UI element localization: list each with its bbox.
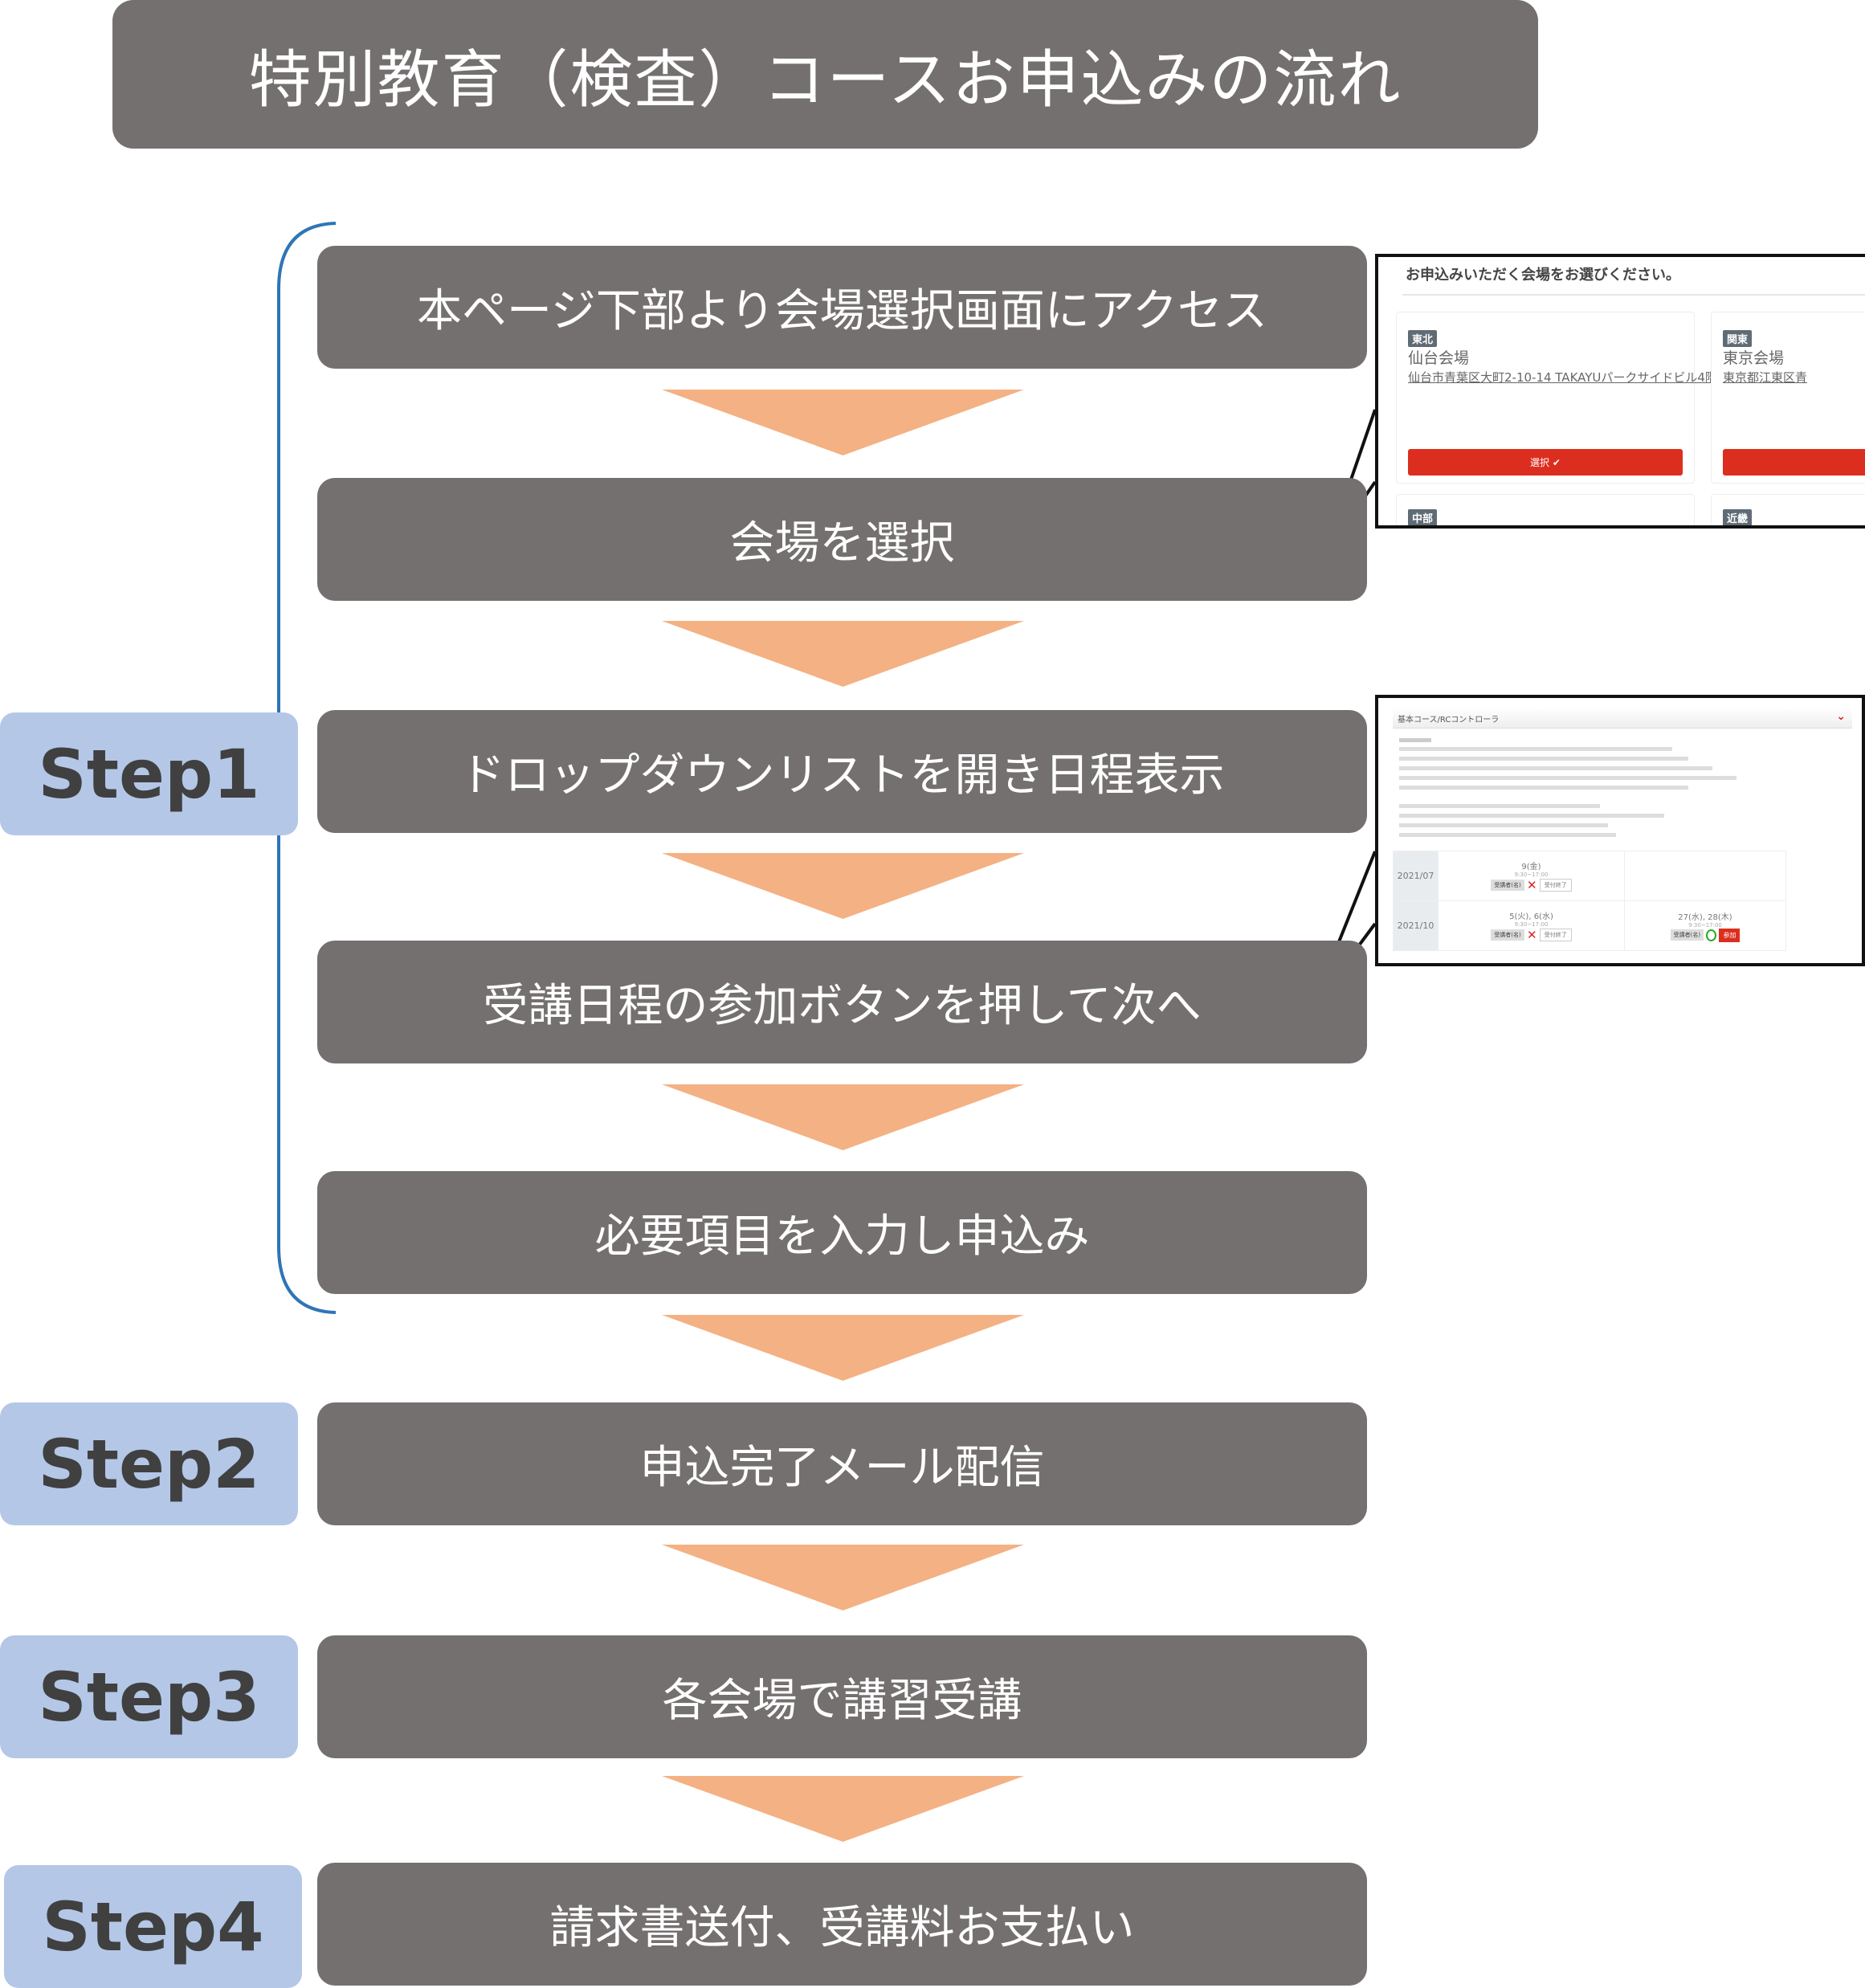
full-x-icon: ✕ (1526, 878, 1537, 892)
month-cell: 2021/07 (1393, 851, 1439, 901)
venue-card: 中部 (1396, 494, 1695, 525)
select-venue-button[interactable]: 選択 ✔ (1408, 449, 1683, 476)
step4-label: Step4 (4, 1865, 302, 1988)
table-row: 2021/10 5(火), 6(水) 9:30~17:00 受講者(名) ✕ 受… (1393, 900, 1786, 951)
region-tag: 近畿 (1723, 509, 1753, 525)
venue-address[interactable]: 東京都江東区青 (1723, 370, 1808, 385)
course-dropdown[interactable]: 基本コース/RCコントローラ ⌄ (1393, 708, 1852, 729)
available-circle-icon (1706, 929, 1717, 941)
venue-card: 関東 東京会場 東京都江東区青 (1711, 312, 1865, 484)
flow-confirmation-mail: 申込完了メール配信 (317, 1402, 1367, 1525)
venue-address[interactable]: 仙台市青葉区大町2-10-14 TAKAYUパークサイドビル4階 (1408, 370, 1717, 385)
date: 5(火), 6(水) (1509, 912, 1553, 921)
date-cell: 27(水), 28(木) 9:30~17:00 受講者(名) 参加 (1624, 900, 1786, 951)
flow-invoice-payment: 請求書送付、受講料お支払い (317, 1863, 1367, 1986)
step3-label: Step3 (0, 1635, 298, 1758)
time: 9:30~17:00 (1514, 921, 1549, 928)
region-tag: 中部 (1408, 509, 1438, 525)
venue-heading: お申込みいただく会場をお選びください。 (1406, 267, 1680, 284)
flow-press-join: 受講日程の参加ボタンを押して次へ (317, 941, 1367, 1063)
chevron-down-icon: ⌄ (1836, 710, 1846, 723)
closed-button: 受付終了 (1539, 879, 1572, 892)
schedule-screenshot: 基本コース/RCコントローラ ⌄ 2021/07 9(金) 9:30~17:00 … (1375, 695, 1865, 966)
venue-name: 仙台会場 (1408, 349, 1470, 367)
venue-selection-screenshot: お申込みいただく会場をお選びください。 東北 仙台会場 仙台市青葉区大町2-10… (1375, 254, 1865, 529)
page-title: 特別教育（検査）コースお申込みの流れ (112, 0, 1538, 149)
month-cell: 2021/10 (1393, 900, 1439, 951)
capacity-badge: 受講者(名) (1670, 929, 1704, 941)
capacity-badge: 受講者(名) (1491, 880, 1524, 891)
step1-label: Step1 (0, 712, 298, 835)
table-row: 2021/07 9(金) 9:30~17:00 受講者(名) ✕ 受付終了 (1393, 851, 1786, 901)
flow-select-venue: 会場を選択 (317, 478, 1367, 601)
date: 9(金) (1521, 863, 1541, 872)
venue-name: 東京会場 (1723, 349, 1785, 367)
time: 9:30~17:00 (1514, 872, 1549, 878)
closed-button: 受付終了 (1539, 929, 1572, 941)
select-label: 選択 (1530, 457, 1550, 468)
flow-attend-course: 各会場で講習受講 (317, 1635, 1367, 1758)
empty-cell (1624, 851, 1786, 901)
notes-block (1399, 735, 1745, 837)
date-cell: 5(火), 6(水) 9:30~17:00 受講者(名) ✕ 受付終了 (1437, 900, 1626, 951)
check-circle-icon: ✔ (1552, 456, 1561, 468)
join-button[interactable]: 参加 (1719, 928, 1741, 942)
venue-card: 近畿 (1711, 494, 1865, 525)
flow-open-dropdown: ドロップダウンリストを開き日程表示 (317, 710, 1367, 833)
region-tag: 関東 (1723, 330, 1753, 347)
schedule-table: 2021/07 9(金) 9:30~17:00 受講者(名) ✕ 受付終了 20… (1393, 851, 1786, 951)
flow-enter-details: 必要項目を入力し申込み (317, 1171, 1367, 1294)
divider (1402, 294, 1865, 296)
region-tag: 東北 (1408, 330, 1438, 347)
full-x-icon: ✕ (1526, 928, 1537, 942)
time: 9:30~17:00 (1688, 921, 1722, 929)
date-cell: 9(金) 9:30~17:00 受講者(名) ✕ 受付終了 (1437, 851, 1626, 901)
capacity-badge: 受講者(名) (1491, 929, 1524, 941)
select-venue-button[interactable] (1723, 449, 1865, 476)
venue-card: 東北 仙台会場 仙台市青葉区大町2-10-14 TAKAYUパークサイドビル4階… (1396, 312, 1717, 484)
dropdown-label: 基本コース/RCコントローラ (1398, 716, 1500, 725)
flow-access-venue-page: 本ページ下部より会場選択画面にアクセス (317, 246, 1367, 369)
date: 27(水), 28(木) (1678, 912, 1732, 922)
step2-label: Step2 (0, 1402, 298, 1525)
